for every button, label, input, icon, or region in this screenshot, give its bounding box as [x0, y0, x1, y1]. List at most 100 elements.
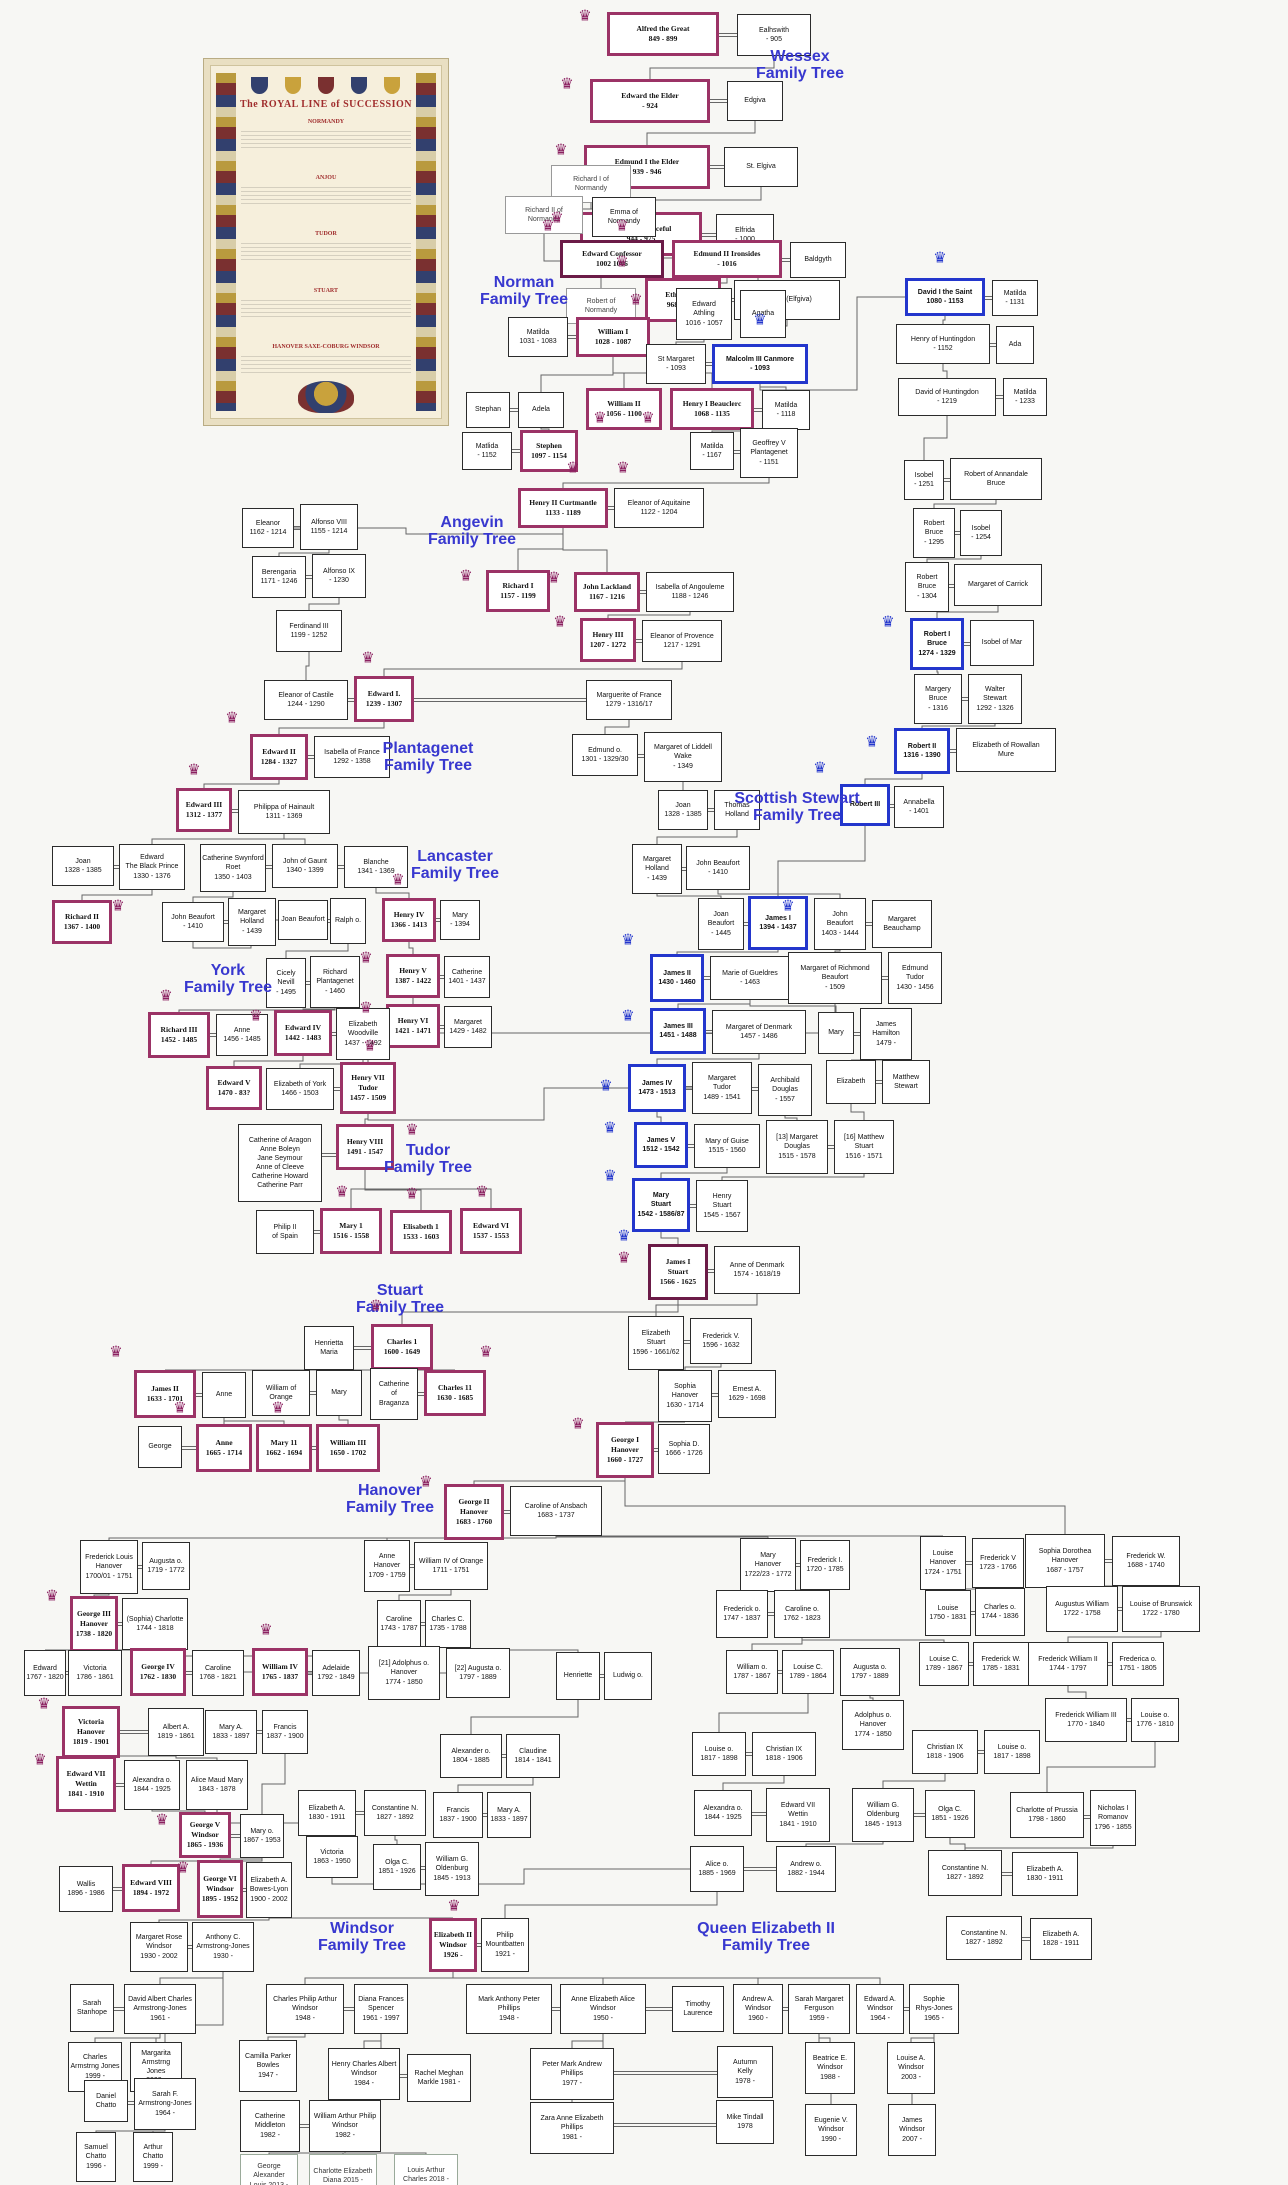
node-b18: Matilda- 1167: [690, 432, 734, 470]
crown-icon: ♛: [781, 897, 795, 915]
crown-icon: ♛: [447, 1897, 461, 1915]
crown-icon: ♛: [621, 1007, 635, 1025]
crown-icon: ♛: [553, 613, 567, 631]
node-d3: Robert III: [840, 784, 890, 826]
node-m28: William o.1787 - 1867: [726, 1650, 778, 1694]
node-m12: Constantine N.1827 - 1892: [928, 1850, 1002, 1896]
node-m8: Alice o.1885 - 1969: [690, 1846, 744, 1892]
tree-connectors: [45, 33, 1162, 2154]
node-a6: St. Elgiva: [724, 147, 798, 187]
crown-icon: ♛: [259, 1621, 273, 1639]
family-tree-label-angevin: Angevin Family Tree: [427, 514, 517, 548]
node-a2: Ealhswith- 905: [737, 14, 811, 56]
node-b15: Matilda- 1118: [762, 390, 810, 430]
poster-royal-crest: [298, 381, 354, 413]
crown-icon: ♛: [361, 649, 375, 667]
crown-icon: ♛: [173, 1399, 187, 1417]
node-m12b: Constantine N.1827 - 1892: [946, 1916, 1022, 1960]
node-d12: Marie of Gueldres- 1463: [710, 956, 790, 1000]
node-b10: Malcolm III Canmore- 1093: [712, 344, 808, 384]
node-n6: Matilda- 1233: [1003, 378, 1047, 416]
node-m27: Frederick W.1785 - 1831: [973, 1642, 1029, 1686]
crown-icon: ♛: [111, 897, 125, 915]
node-n7: Isobel- 1251: [904, 460, 944, 500]
family-tree-label-tudor: Tudor Family Tree: [383, 1142, 473, 1176]
crown-icon: ♛: [617, 1249, 631, 1267]
crown-icon: ♛: [547, 569, 561, 587]
node-m4: Mary A.1833 - 1897: [487, 1792, 531, 1838]
crown-icon: ♛: [479, 1343, 493, 1361]
node-i24: Ludwig o.: [604, 1652, 652, 1700]
crown-icon: ♛: [369, 1297, 383, 1315]
crown-icon: ♛: [363, 1037, 377, 1055]
node-n3: Henry of Huntingdon- 1152: [896, 324, 990, 364]
crown-icon: ♛: [566, 459, 580, 477]
shield-icon: [251, 76, 269, 95]
node-n2: Matilda- 1131: [992, 280, 1038, 316]
poster-text-lines: [240, 296, 412, 320]
family-tree-label-norman: Norman Family Tree: [479, 274, 569, 308]
node-c18: Edmund o.1301 - 1329/30: [572, 734, 638, 776]
poster-section-2: TUDOR: [315, 231, 337, 238]
node-m9: Andrew o.1882 - 1944: [776, 1846, 836, 1892]
crown-icon: ♛: [617, 1227, 631, 1245]
node-c14: Edward I.1239 - 1307: [354, 676, 414, 722]
